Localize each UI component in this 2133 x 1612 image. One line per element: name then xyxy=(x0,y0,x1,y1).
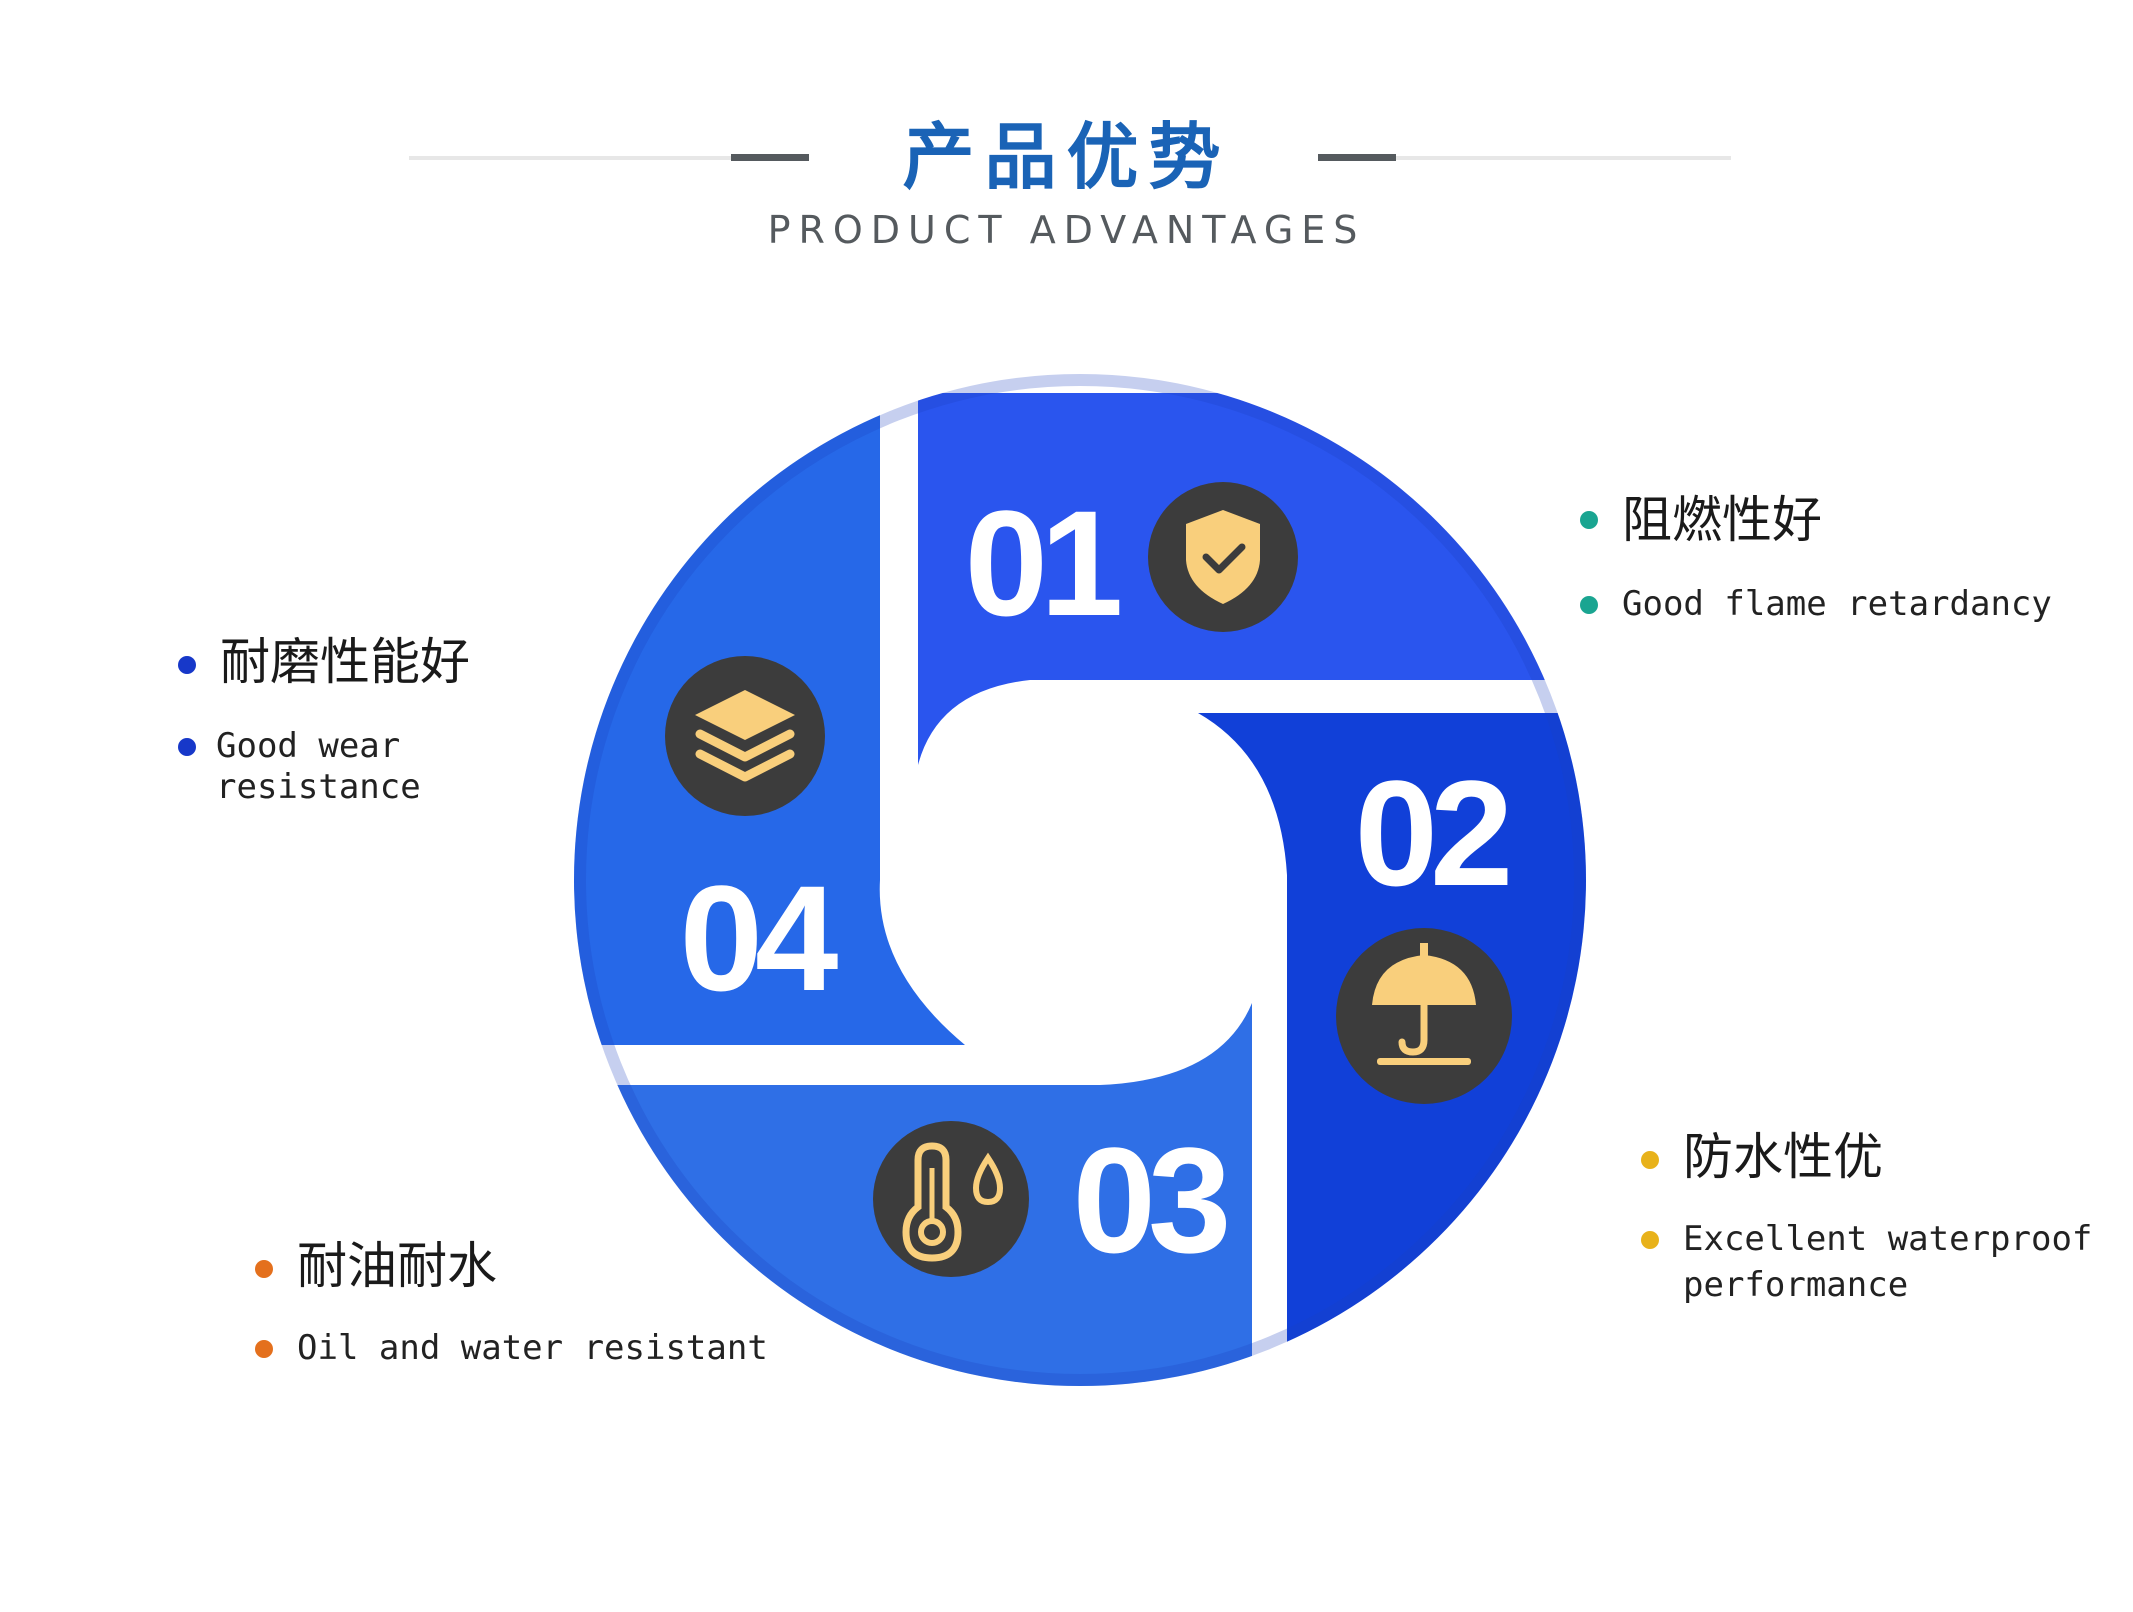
feature-03-bullet xyxy=(255,1260,273,1278)
feature-04-desc-line2: resistance xyxy=(216,767,421,807)
feature-02-bullet-en xyxy=(1641,1231,1659,1249)
header-rule-left xyxy=(409,156,739,160)
feature-04-bullet-en xyxy=(178,738,196,756)
ring-outline xyxy=(574,374,1586,1386)
feature-01-title: 阻燃性好 xyxy=(1622,491,1822,549)
feature-01-bullet-en xyxy=(1580,596,1598,614)
header-rule-right xyxy=(1395,156,1731,160)
feature-03-bullet-en xyxy=(255,1340,273,1358)
feature-04-bullet xyxy=(178,656,196,674)
feature-02-title: 防水性优 xyxy=(1683,1128,1883,1186)
segment-number-03: 03 xyxy=(1073,1116,1226,1284)
layers-icon xyxy=(665,656,825,816)
feature-02-bullet xyxy=(1641,1151,1659,1169)
feature-02-desc-line2: performance xyxy=(1683,1265,1909,1305)
segment-number-01: 01 xyxy=(965,479,1120,647)
page-title: 产品优势 xyxy=(902,115,1231,199)
shield-check-icon xyxy=(1148,482,1298,632)
feature-03-title: 耐油耐水 xyxy=(297,1237,497,1295)
header-dash-right xyxy=(1318,154,1396,161)
feature-01-desc: Good flame retardancy xyxy=(1622,584,2052,624)
feature-02-desc-line1: Excellent waterproof xyxy=(1683,1219,2093,1259)
feature-01-bullet xyxy=(1580,511,1598,529)
feature-04-desc-line1: Good wear xyxy=(216,726,401,766)
segment-number-02: 02 xyxy=(1355,749,1508,917)
umbrella-icon xyxy=(1336,928,1512,1104)
header-dash-left xyxy=(731,154,809,161)
segment-number-04: 04 xyxy=(680,854,838,1022)
page-subtitle: PRODUCT ADVANTAGES xyxy=(767,208,1366,252)
feature-03-desc: Oil and water resistant xyxy=(297,1328,768,1368)
feature-04-title: 耐磨性能好 xyxy=(220,633,470,691)
thermometer-drop-icon xyxy=(873,1121,1029,1277)
